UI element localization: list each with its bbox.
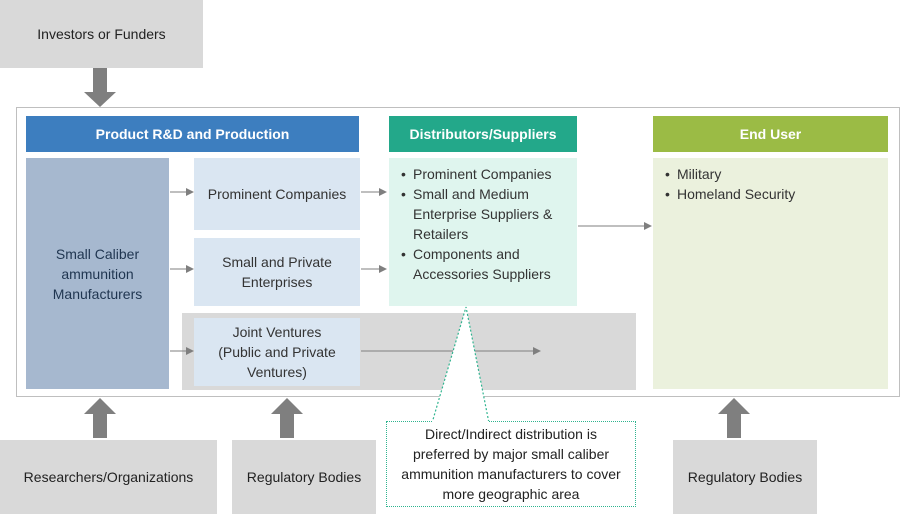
end-user-box: Military Homeland Security — [653, 158, 888, 389]
header-end-user-label: End User — [739, 126, 802, 142]
regulatory-box-1: Regulatory Bodies — [232, 440, 376, 514]
regulatory-right-up-arrow — [718, 398, 750, 438]
small-private-label: Small and Private Enterprises — [222, 254, 332, 290]
end-user-item: Military — [663, 164, 878, 184]
regulatory-label-1: Regulatory Bodies — [246, 469, 362, 485]
distributor-item: Prominent Companies — [399, 164, 567, 184]
callout-text: Direct/Indirect distribution is preferre… — [401, 426, 621, 502]
manufacturers-label: Small Caliber ammunition Manufacturers — [52, 245, 143, 302]
header-distributors-label: Distributors/Suppliers — [409, 126, 557, 142]
distributor-item: Small and Medium Enterprise Suppliers & … — [399, 184, 567, 244]
researchers-box: Researchers/Organizations — [0, 440, 217, 514]
header-distributors: Distributors/Suppliers — [389, 116, 577, 152]
header-production: Product R&D and Production — [26, 116, 359, 152]
manufacturers-box: Small Caliber ammunition Manufacturers — [26, 158, 169, 389]
callout-pointer-join — [433, 421, 488, 424]
regulatory-box-2: Regulatory Bodies — [673, 440, 817, 514]
regulatory-up-arrow — [271, 398, 303, 438]
end-user-list: Military Homeland Security — [663, 164, 878, 204]
small-private-box: Small and Private Enterprises — [194, 238, 360, 306]
prominent-companies-label: Prominent Companies — [207, 186, 347, 202]
researchers-up-arrow — [84, 398, 116, 438]
joint-ventures-label: Joint Ventures (Public and Private Ventu… — [218, 324, 336, 380]
header-production-label: Product R&D and Production — [95, 126, 290, 142]
regulatory-label-2: Regulatory Bodies — [687, 469, 803, 485]
researchers-label: Researchers/Organizations — [23, 469, 194, 485]
distributors-list: Prominent Companies Small and Medium Ent… — [399, 164, 567, 284]
distributors-box: Prominent Companies Small and Medium Ent… — [389, 158, 577, 306]
investors-arrow — [84, 68, 116, 107]
end-user-item: Homeland Security — [663, 184, 878, 204]
distribution-callout: Direct/Indirect distribution is preferre… — [386, 421, 636, 507]
distributor-item: Components and Accessories Suppliers — [399, 244, 567, 284]
investors-label: Investors or Funders — [37, 26, 166, 42]
investors-box: Investors or Funders — [0, 0, 203, 68]
callout-pointer — [431, 306, 490, 424]
joint-ventures-box: Joint Ventures (Public and Private Ventu… — [194, 318, 360, 386]
header-end-user: End User — [653, 116, 888, 152]
prominent-companies-box: Prominent Companies — [194, 158, 360, 230]
